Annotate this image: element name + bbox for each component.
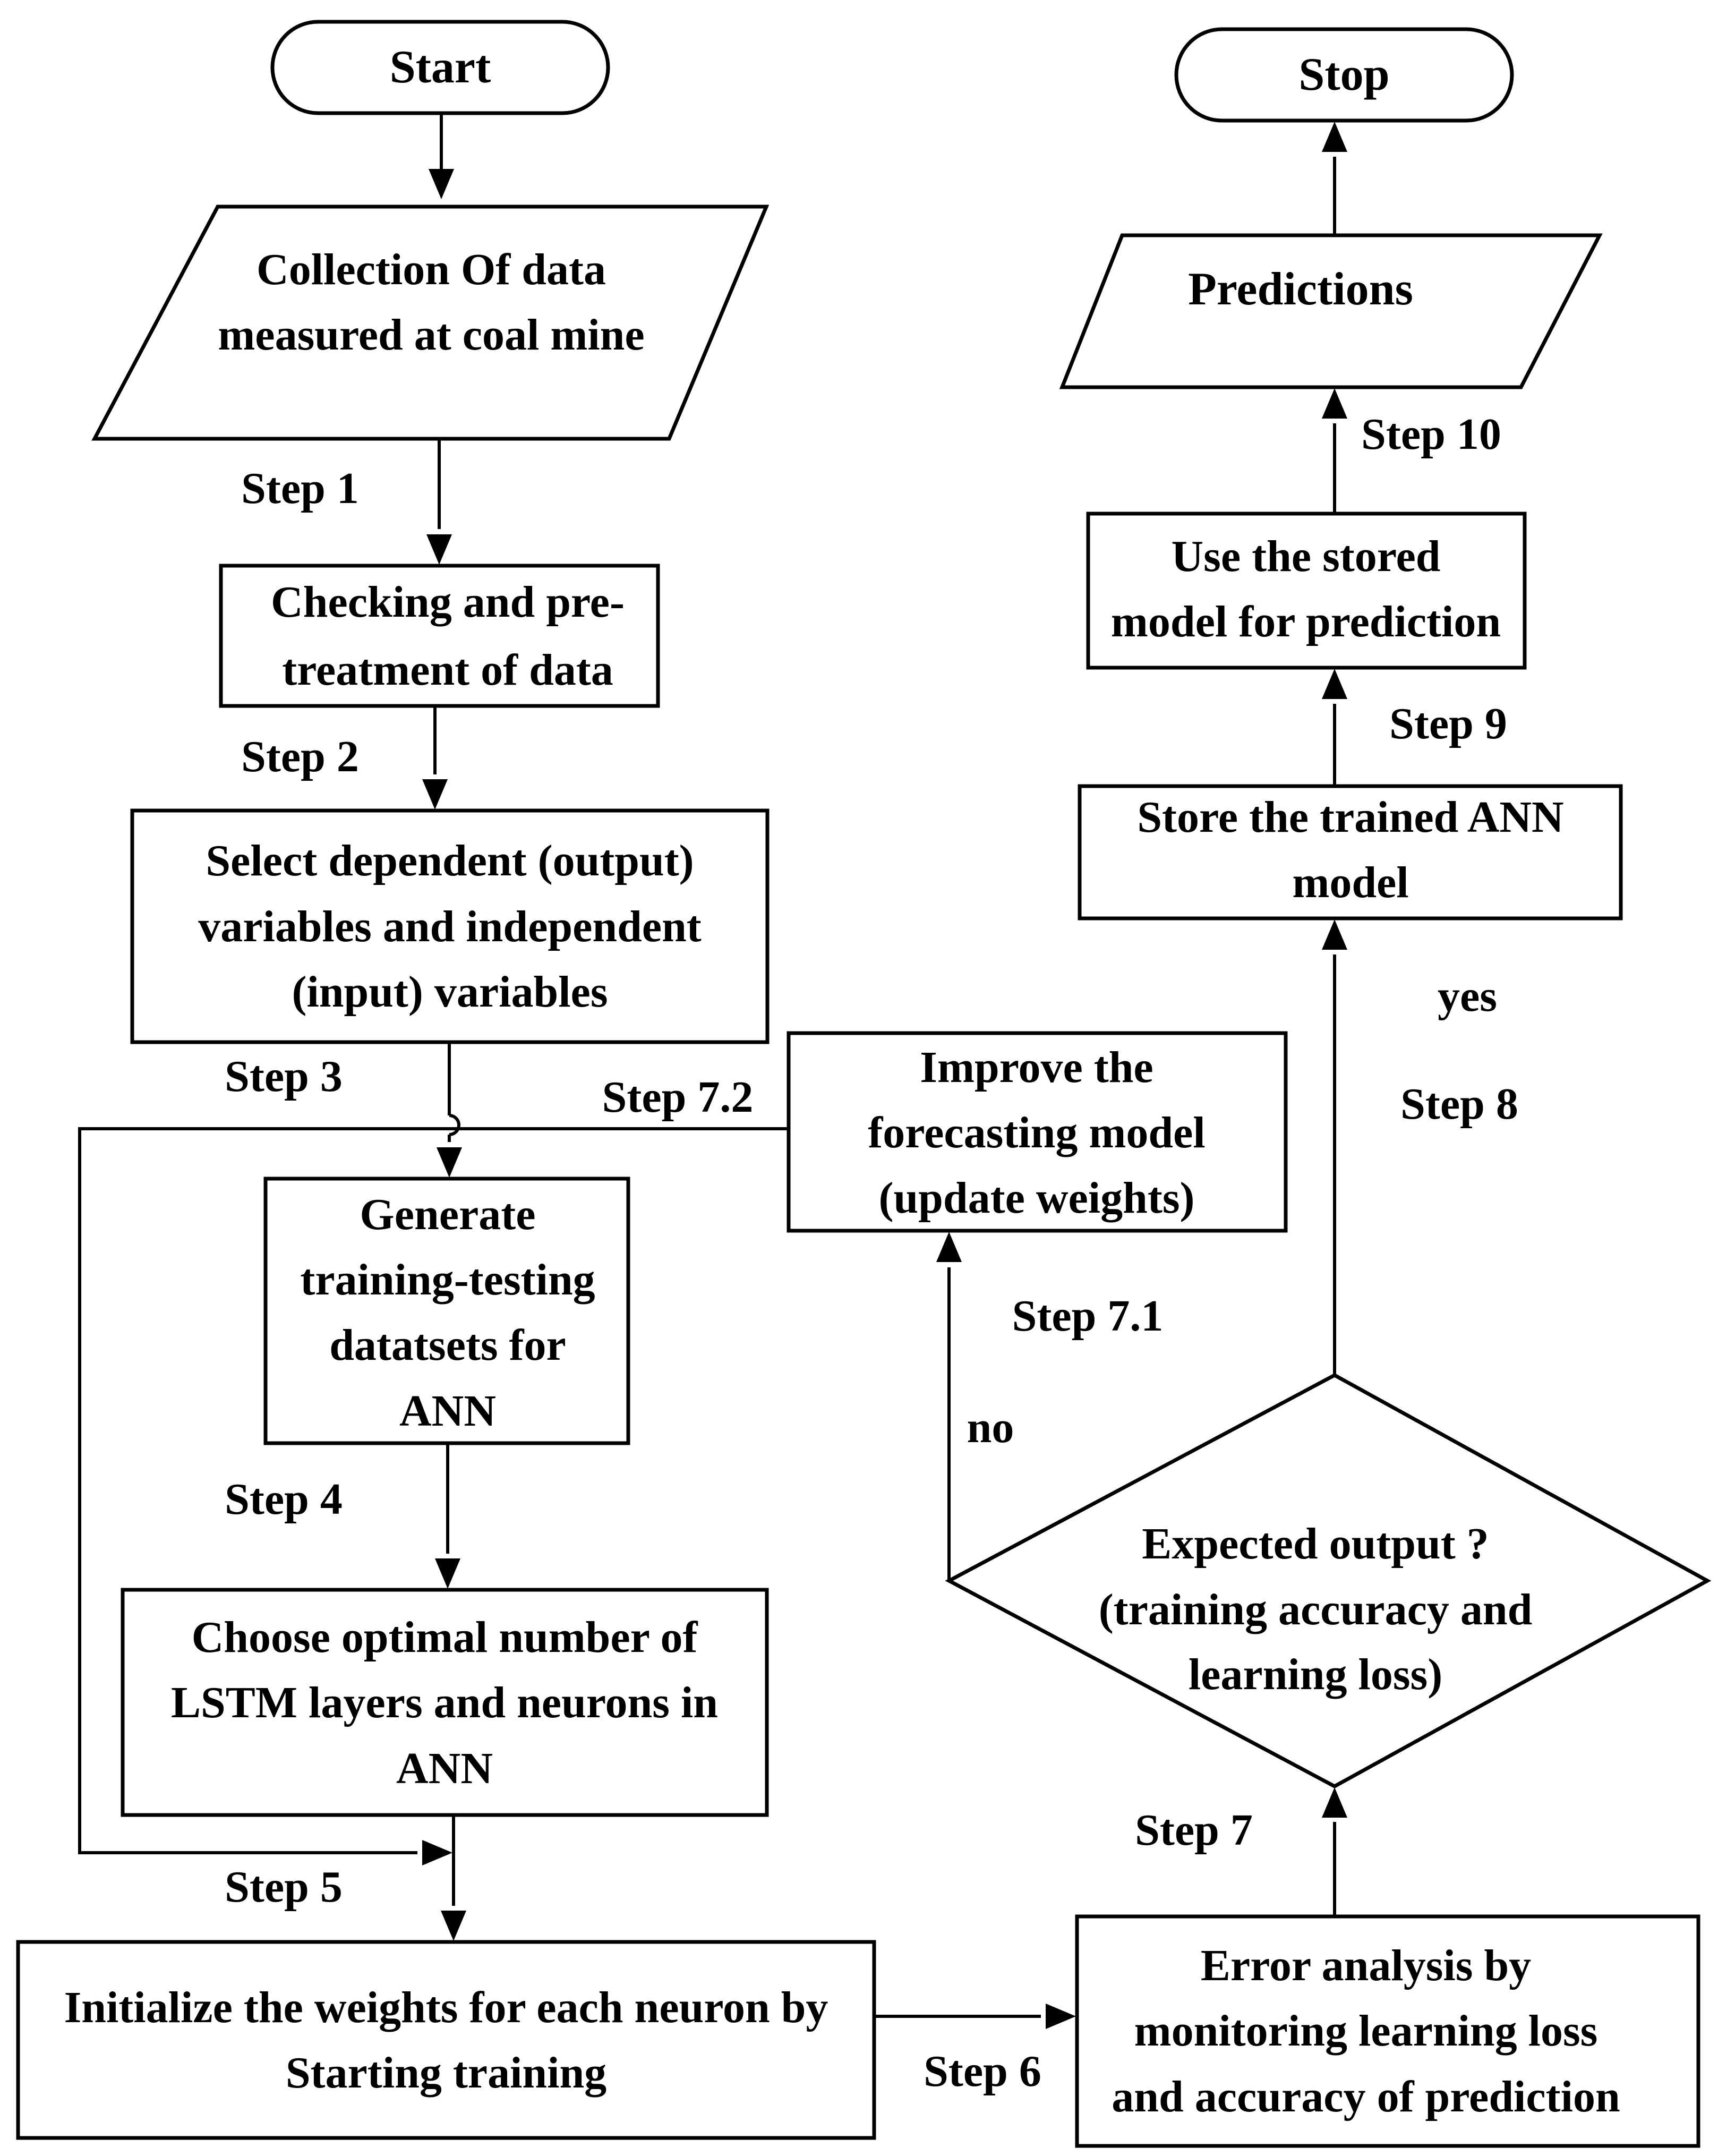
generate-label-line4: ANN — [399, 1386, 496, 1436]
start-label: Start — [390, 41, 491, 93]
step-10-label: Step 10 — [1361, 410, 1501, 459]
choose-layers-box — [121, 1588, 769, 1817]
connectors — [78, 113, 1336, 2018]
arrowhead — [1322, 1787, 1347, 1818]
error-label-line2: monitoring learning loss — [1134, 2006, 1598, 2056]
decision-diamond — [945, 1373, 1712, 1788]
select-label-line3: (input) variables — [292, 967, 608, 1017]
decision-label-line1: Expected output ? — [1142, 1519, 1489, 1569]
store-label-line1: Store the trained ANN — [1137, 792, 1563, 842]
step-5-label: Step 5 — [225, 1862, 343, 1912]
step-1-label: Step 1 — [241, 464, 359, 513]
step-6-label: Step 6 — [924, 2047, 1041, 2096]
arrowheads — [422, 122, 1347, 2029]
stop-terminal — [1174, 27, 1514, 123]
step-7-label: Step 7 — [1135, 1805, 1253, 1855]
select-variables-box — [130, 808, 770, 1044]
step-3-label: Step 3 — [225, 1052, 343, 1101]
choose-label-line3: ANN — [396, 1744, 493, 1793]
store-model-box — [1078, 784, 1623, 921]
error-label-line3: and accuracy of prediction — [1112, 2072, 1620, 2121]
step-8-label: Step 8 — [1400, 1079, 1518, 1129]
arrowhead — [422, 1840, 452, 1865]
step-9-label: Step 9 — [1389, 699, 1507, 748]
improve-label-line3: (update weights) — [878, 1173, 1194, 1223]
improve-label-line1: Improve the — [920, 1043, 1153, 1092]
arrow-hop-over — [449, 1114, 460, 1136]
collect-data-parallelogram — [91, 204, 770, 441]
arrowhead — [1322, 122, 1347, 152]
arrowhead — [435, 1558, 460, 1589]
collect-label-line1: Collection Of data — [257, 245, 606, 294]
arrowhead — [936, 1232, 962, 1262]
error-label-line1: Error analysis by — [1201, 1941, 1531, 1990]
collect-label-line2: measured at coal mine — [218, 310, 644, 360]
arrowhead — [441, 1911, 466, 1941]
choose-label-line1: Choose optimal number of — [192, 1613, 698, 1662]
initialize-label-line1: Initialize the weights for each neuron b… — [64, 1983, 828, 2032]
generate-datasets-box — [263, 1177, 630, 1445]
arrowhead — [1322, 919, 1347, 950]
use-model-box — [1086, 512, 1527, 670]
use-label-line1: Use the stored — [1171, 532, 1440, 581]
stop-label: Stop — [1298, 49, 1389, 100]
decision-label-line2: (training accuracy and — [1099, 1585, 1533, 1634]
step-71-label: Step 7.1 — [1012, 1291, 1164, 1341]
use-label-line2: model for prediction — [1111, 597, 1501, 646]
check-label-line2: treatment of data — [282, 645, 613, 695]
select-label-line2: variables and independent — [198, 902, 702, 951]
arrowhead — [1046, 2004, 1076, 2029]
arrowhead — [1322, 669, 1347, 699]
no-branch-label: no — [967, 1403, 1014, 1452]
initialize-weights-box — [16, 1940, 876, 2140]
arrowhead — [1322, 388, 1347, 419]
arrow-improve-loop-back — [78, 1127, 789, 1854]
decision-label-line3: learning loss) — [1189, 1650, 1442, 1699]
arrowhead — [422, 779, 448, 809]
choose-label-line2: LSTM layers and neurons in — [171, 1678, 718, 1727]
improve-model-box — [787, 1031, 1288, 1233]
error-analysis-box — [1075, 1914, 1700, 2148]
initialize-label-line2: Starting training — [286, 2048, 606, 2098]
arrowhead — [426, 534, 452, 565]
yes-branch-label: yes — [1438, 972, 1497, 1021]
store-label-line2: model — [1292, 858, 1408, 907]
arrowhead — [437, 1147, 462, 1178]
generate-label-line2: training-testing — [300, 1255, 595, 1305]
select-label-line1: Select dependent (output) — [206, 836, 694, 885]
generate-label-line3: datatsets for — [329, 1320, 566, 1370]
generate-label-line1: Generate — [360, 1190, 535, 1239]
predictions-label: Predictions — [1188, 263, 1413, 315]
check-data-box — [219, 564, 660, 708]
arrowhead — [429, 169, 454, 199]
step-2-label: Step 2 — [241, 732, 359, 781]
step-4-label: Step 4 — [225, 1475, 343, 1524]
check-label-line1: Checking and pre- — [271, 577, 625, 627]
improve-label-line2: forecasting model — [868, 1108, 1205, 1157]
step-72-label: Step 7.2 — [602, 1072, 754, 1122]
predictions-parallelogram — [1059, 233, 1603, 389]
